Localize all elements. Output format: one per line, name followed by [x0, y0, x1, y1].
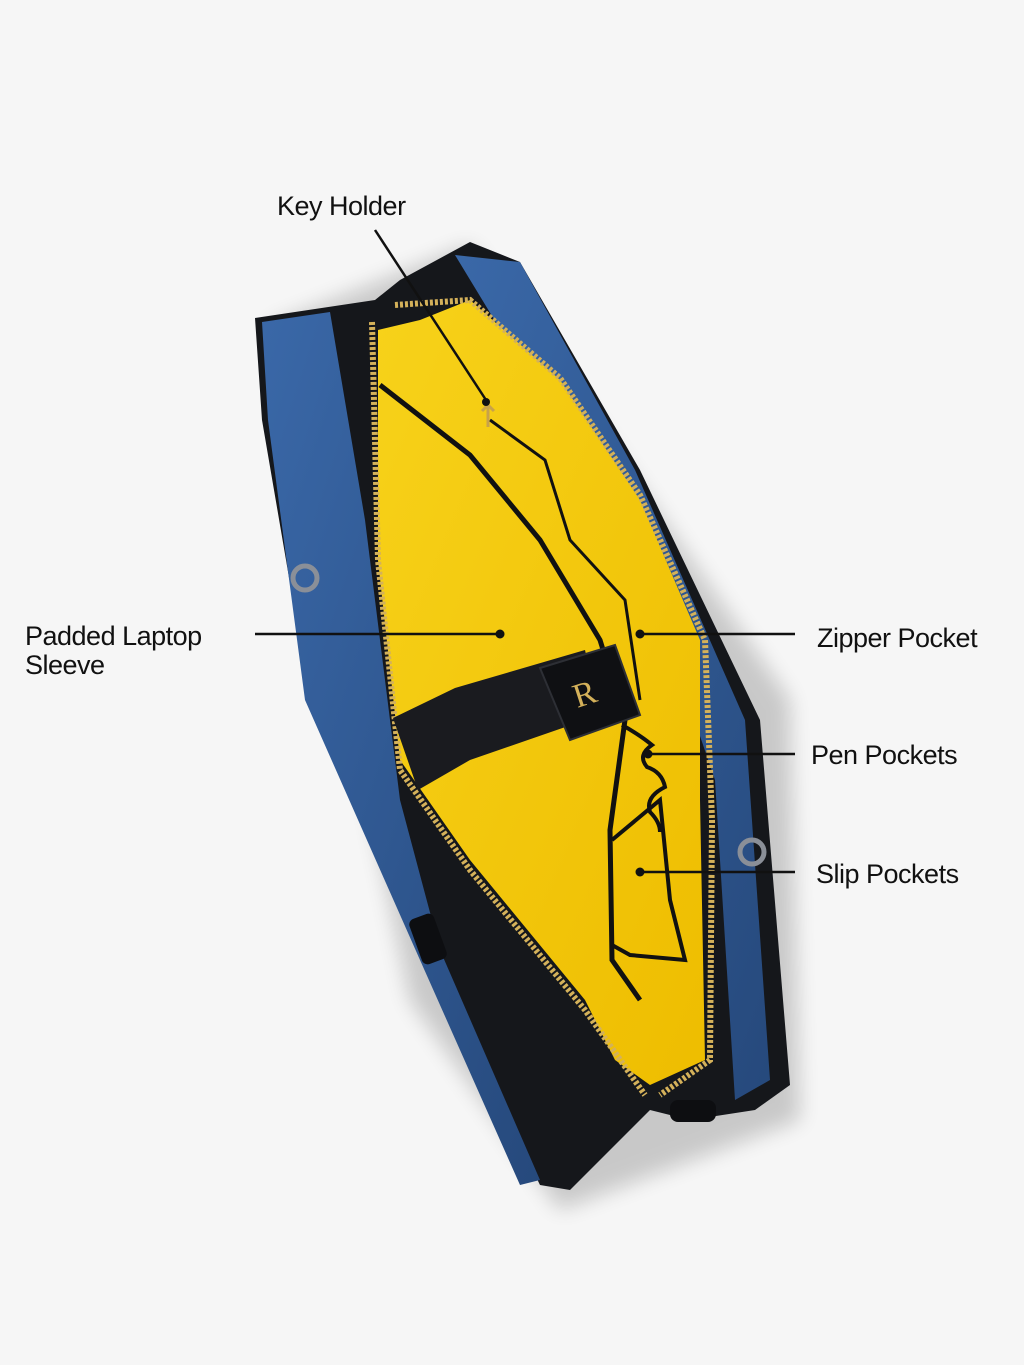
- strap-tab-left: [409, 913, 447, 965]
- key-holder-label: Key Holder: [277, 191, 406, 221]
- d-ring-right: [737, 837, 767, 867]
- d-ring-left: [290, 563, 320, 593]
- callout-lines: [255, 229, 795, 877]
- pen-pockets-label: Pen Pockets: [811, 740, 958, 770]
- pen-pockets-dot: [643, 749, 653, 759]
- key-holder-line: [373, 229, 488, 401]
- logo-tab: [538, 643, 642, 742]
- padded-laptop-sleeve-label: Padded Laptop Sleeve: [25, 622, 245, 680]
- zipper-right: [394, 296, 716, 1098]
- zipper-pocket-edge: [489, 418, 642, 701]
- slip-pockets-piping: [610, 796, 688, 963]
- padded-laptop-sleeve-label-line1: Padded Laptop: [25, 621, 202, 651]
- bag-denim-left: [262, 312, 540, 1185]
- slip-pockets-label: Slip Pockets: [816, 859, 959, 889]
- pen-pockets-piping: [621, 723, 668, 833]
- zipper-left: [369, 321, 648, 1097]
- padded-laptop-sleeve-label-line2: Sleeve: [25, 650, 105, 680]
- key-holder-dot: [482, 398, 490, 406]
- zipper-pocket-label: Zipper Pocket: [817, 623, 978, 653]
- laptop-sleeve-dot: [495, 629, 505, 639]
- slip-pockets-dot: [635, 867, 645, 877]
- strap-tab-bottom: [670, 1100, 716, 1122]
- zipper-pocket-dot: [635, 629, 645, 639]
